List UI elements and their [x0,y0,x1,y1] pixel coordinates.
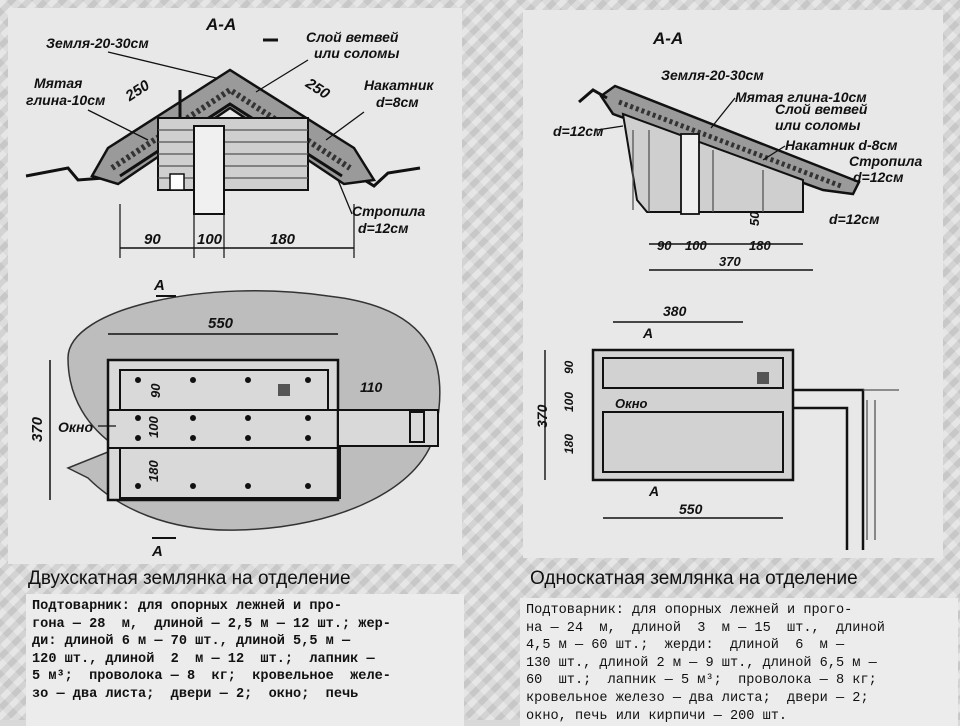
section-marker-top-left: А [153,277,165,294]
label-window-left: Окно [58,419,93,435]
materials-list-left: Подтоварник: для опорных лежней и про- г… [26,594,464,726]
section-marker-bottom-right: А [648,483,659,499]
dim-plan-90-left: 90 [148,383,163,398]
dim-bottom-c-right: 180 [749,238,771,253]
section-title-right: А-А [652,29,683,48]
dim-plan-180-left: 180 [146,460,161,482]
dim-bottom-c-left: 180 [270,231,296,248]
dim-plan-90-right: 90 [562,360,576,374]
door-section-right [680,133,700,215]
label-d-right-right: d=12см [829,211,880,227]
label-clay-right: Мятая глина-10см [735,89,867,105]
plan-entrance-right [793,388,865,550]
section-marker-bottom-left: А [151,543,163,560]
single-slope-dugout-svg: А-А Земля-20-30см Мятая глина-10см Слой … [534,29,922,550]
door-section [193,125,225,215]
label-earth-right: Земля-20-30см [661,67,764,83]
dim-slope-right: 250 [302,74,334,103]
dim-bottom-b-right: 100 [685,238,707,253]
wall-logs [158,129,308,179]
label-window-right: Окно [615,396,648,411]
roof-ridge-mound [578,88,608,104]
dim-total-right: 370 [719,254,741,269]
plan-outline [106,358,340,502]
plan-entrance [337,409,439,447]
roof-branches-layer [110,86,352,171]
label-d-left-right: d=12см [553,123,604,139]
label-roll-right: Накатник d-8см [785,137,898,153]
dim-plan-length-right: 550 [679,501,703,517]
ground-left [25,166,105,182]
entrance-door [409,411,425,443]
plan-bench-top-right [602,357,784,389]
plan-stove-right [757,372,769,384]
dim-plan-110-left: 110 [360,379,383,395]
dim-plan-length-left: 550 [208,315,234,332]
dim-bottom-a-left: 90 [144,231,161,248]
plan-bench-bottom-right [602,411,784,473]
dim-slope-left: 250 [122,77,154,106]
dim-plan-width-left: 370 [29,416,46,442]
caption-single-slope-dugout: Односкатная землянка на отделение [530,568,858,589]
dim-bottom-a-right: 90 [657,238,672,253]
dim-plan-100-right: 100 [562,392,576,412]
section-marker-top-right: А [642,325,653,341]
plan-stove [278,384,290,396]
stove-icon [169,173,185,191]
dim-height-right: 50 [747,211,762,226]
dim-plan-100-left: 100 [146,416,161,438]
section-title-left: А-А [205,15,236,34]
dim-bottom-b-left: 100 [197,231,223,248]
plan-posts [135,377,311,489]
dim-plan-180-right: 180 [562,434,576,454]
dim-plan-top-right: 380 [663,303,687,319]
plan-outline-right [591,348,795,482]
label-earth-left: Земля-20-30см [46,35,149,51]
materials-list-right: Подтоварник: для опорных лежней и прого-… [520,598,958,726]
caption-gable-dugout: Двухскатная землянка на отделение [28,568,351,589]
single-slope-dugout-drawing: А-А Земля-20-30см Мятая глина-10см Слой … [523,10,943,558]
dim-plan-width-right: 370 [534,404,550,428]
